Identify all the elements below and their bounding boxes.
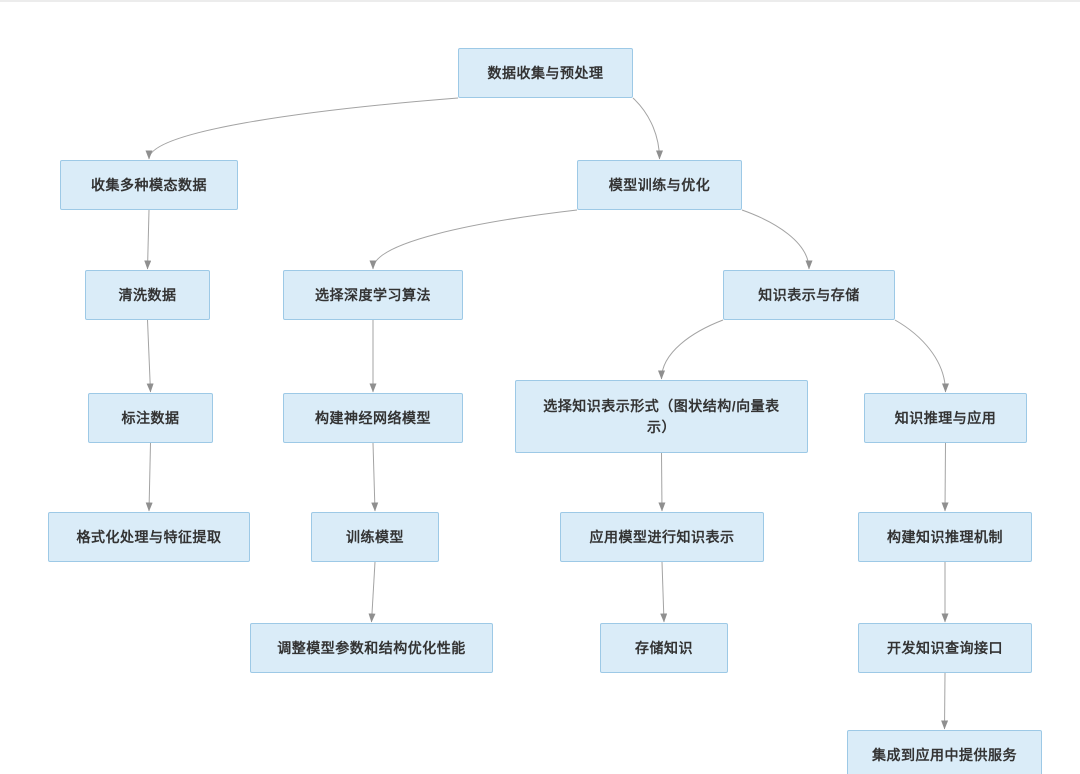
flow-node-collect-multimodal-data: 收集多种模态数据 — [60, 160, 238, 210]
flow-node-integrate-into-application: 集成到应用中提供服务 — [847, 730, 1042, 774]
flow-node-label: 格式化处理与特征提取 — [76, 528, 222, 545]
flow-node-model-training-optimization: 模型训练与优化 — [577, 160, 742, 210]
flow-node-label: 开发知识查询接口 — [887, 639, 1003, 656]
flow-node-label: 集成到应用中提供服务 — [872, 746, 1017, 763]
flow-node-label: 构建神经网络模型 — [315, 409, 431, 426]
flow-node-train-model: 训练模型 — [311, 512, 439, 562]
flow-node-label: 调整模型参数和结构优化性能 — [277, 639, 466, 656]
flow-node-store-knowledge: 存储知识 — [600, 623, 728, 673]
flow-node-data-collection-preprocessing: 数据收集与预处理 — [458, 48, 633, 98]
flow-node-label: 模型训练与优化 — [608, 176, 711, 193]
flow-node-label: 构建知识推理机制 — [887, 528, 1003, 545]
flow-node-label: 标注数据 — [121, 409, 180, 426]
flow-node-clean-data: 清洗数据 — [85, 270, 210, 320]
flow-node-tune-model-params: 调整模型参数和结构优化性能 — [250, 623, 493, 673]
flow-node-label: 选择深度学习算法 — [315, 286, 431, 303]
flow-node-label: 知识推理与应用 — [894, 409, 997, 426]
flow-node-knowledge-representation-storage: 知识表示与存储 — [723, 270, 895, 320]
flow-node-build-neural-network: 构建神经网络模型 — [283, 393, 463, 443]
flow-node-label: 收集多种模态数据 — [91, 176, 207, 193]
flow-node-apply-model-knowledge-representation: 应用模型进行知识表示 — [560, 512, 764, 562]
flow-node-label: 选择知识表示形式（图状结构/向量表示） — [543, 397, 780, 435]
flow-node-format-feature-extraction: 格式化处理与特征提取 — [48, 512, 250, 562]
flow-node-label: 应用模型进行知识表示 — [589, 528, 735, 545]
flow-node-select-knowledge-representation-form: 选择知识表示形式（图状结构/向量表示） — [515, 380, 808, 453]
flow-node-label: 存储知识 — [635, 639, 693, 656]
flow-node-label-data: 标注数据 — [88, 393, 213, 443]
flow-node-label: 数据收集与预处理 — [487, 64, 604, 81]
flow-node-build-knowledge-reasoning: 构建知识推理机制 — [858, 512, 1032, 562]
flow-node-label: 清洗数据 — [118, 286, 177, 303]
flow-node-knowledge-reasoning-application: 知识推理与应用 — [864, 393, 1027, 443]
flow-node-label: 训练模型 — [346, 528, 404, 545]
flow-node-select-dl-algorithm: 选择深度学习算法 — [283, 270, 463, 320]
flow-node-develop-query-api: 开发知识查询接口 — [858, 623, 1032, 673]
flow-node-label: 知识表示与存储 — [758, 286, 860, 303]
page-top-border — [0, 0, 1080, 2]
